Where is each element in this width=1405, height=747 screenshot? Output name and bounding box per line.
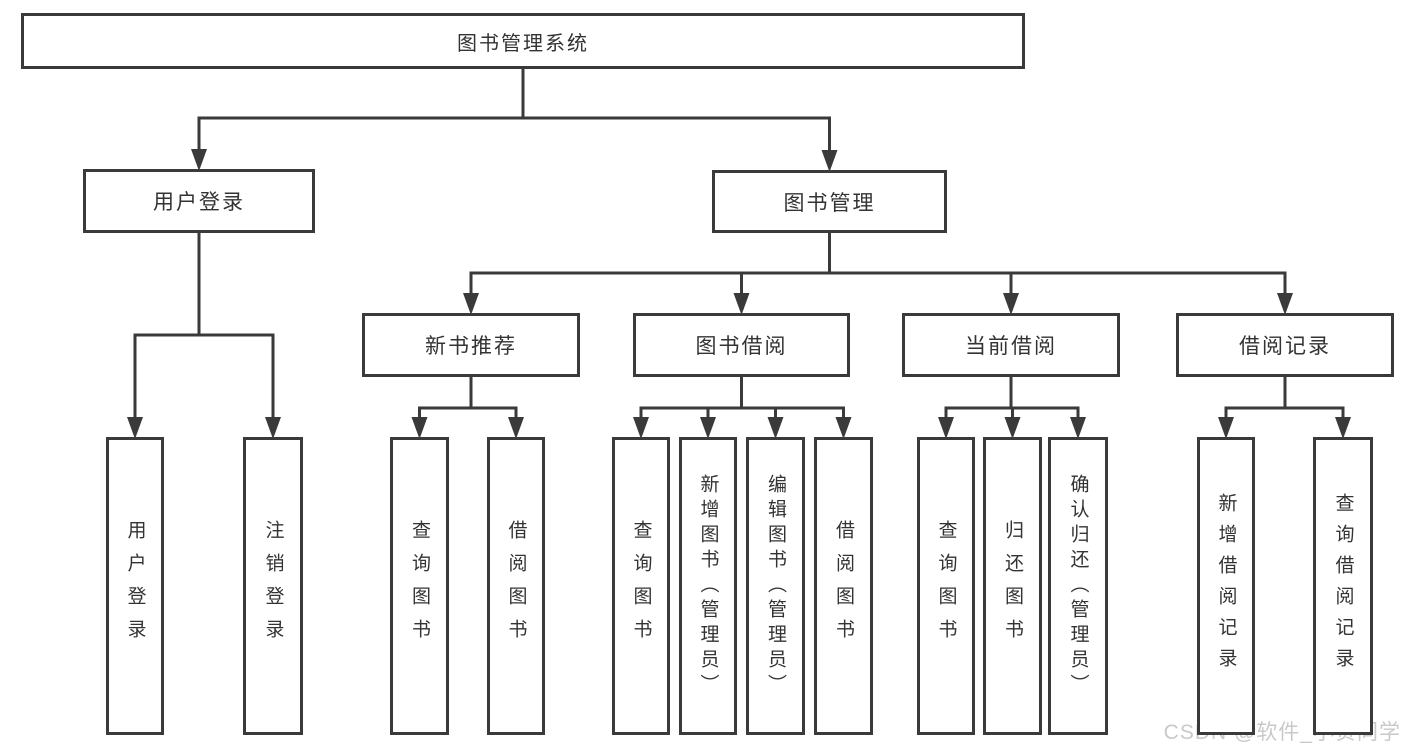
- node-root: 图书管理系统: [21, 13, 1025, 69]
- node-label: 编辑图书（管理员）: [765, 473, 786, 699]
- node-label: 新增借阅记录: [1215, 493, 1237, 679]
- node-label: 用户登录: [153, 191, 245, 214]
- node-label: 查询图书: [935, 520, 957, 652]
- node-v-add-book: 新增图书（管理员）: [679, 437, 737, 735]
- node-current-borrow: 当前借阅: [902, 313, 1120, 377]
- node-borrow-records: 借阅记录: [1176, 313, 1394, 377]
- node-v-confirm-return: 确认归还（管理员）: [1048, 437, 1108, 735]
- node-v-query-book-2: 查询图书: [612, 437, 670, 735]
- node-label: 当前借阅: [965, 335, 1057, 358]
- node-label: 图书管理系统: [457, 32, 589, 55]
- node-v-user-login: 用户登录: [106, 437, 164, 735]
- node-label: 借阅图书: [505, 520, 527, 652]
- node-v-borrow-book-2: 借阅图书: [814, 437, 873, 735]
- node-label: 归还图书: [1002, 520, 1023, 652]
- node-label: 注销登录: [262, 520, 284, 652]
- node-label: 图书管理: [783, 191, 876, 215]
- node-book-mgmt: 图书管理: [712, 170, 947, 233]
- node-user-login: 用户登录: [83, 169, 315, 233]
- node-label: 查询图书: [630, 520, 652, 652]
- node-label: 确认归还（管理员）: [1067, 473, 1089, 699]
- node-v-add-record: 新增借阅记录: [1197, 437, 1255, 735]
- node-label: 借阅图书: [833, 520, 854, 652]
- node-v-edit-book: 编辑图书（管理员）: [746, 437, 805, 735]
- node-label: 查询借阅记录: [1332, 493, 1354, 679]
- node-book-borrow: 图书借阅: [633, 313, 850, 377]
- node-v-borrow-book-1: 借阅图书: [487, 437, 545, 735]
- node-label: 新书推荐: [425, 335, 517, 358]
- node-new-books: 新书推荐: [362, 313, 580, 377]
- node-v-query-book-1: 查询图书: [390, 437, 449, 735]
- node-label: 新增图书（管理员）: [697, 473, 719, 699]
- node-v-query-record: 查询借阅记录: [1313, 437, 1373, 735]
- node-label: 图书借阅: [695, 335, 788, 358]
- node-label: 用户登录: [124, 520, 146, 652]
- node-v-logout: 注销登录: [243, 437, 303, 735]
- node-label: 查询图书: [409, 520, 430, 652]
- node-v-return-book: 归还图书: [983, 437, 1042, 735]
- node-v-query-book-3: 查询图书: [917, 437, 975, 735]
- node-label: 借阅记录: [1239, 335, 1331, 358]
